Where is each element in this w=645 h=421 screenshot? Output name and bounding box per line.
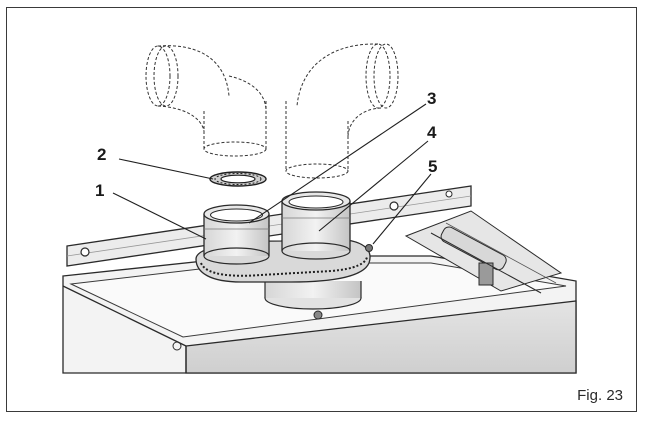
callout-3: 3 [427,89,437,108]
callout-2: 2 [97,145,107,164]
lower-collar [264,281,362,310]
gasket-ring [209,171,267,187]
left-spigot [203,204,270,265]
boiler-casing [62,255,577,374]
callout-5: 5 [428,157,438,176]
leader-lines [112,103,432,245]
boiler-flue-drawing [62,43,577,374]
callout-4: 4 [427,123,437,142]
figure-caption: Fig. 23 [577,387,623,404]
callout-1: 1 [95,181,105,200]
right-elbow-dashed [285,43,399,179]
internal-components [404,210,563,294]
left-elbow-dashed [145,45,267,157]
figure-frame [6,7,637,412]
right-spigot [281,191,351,260]
